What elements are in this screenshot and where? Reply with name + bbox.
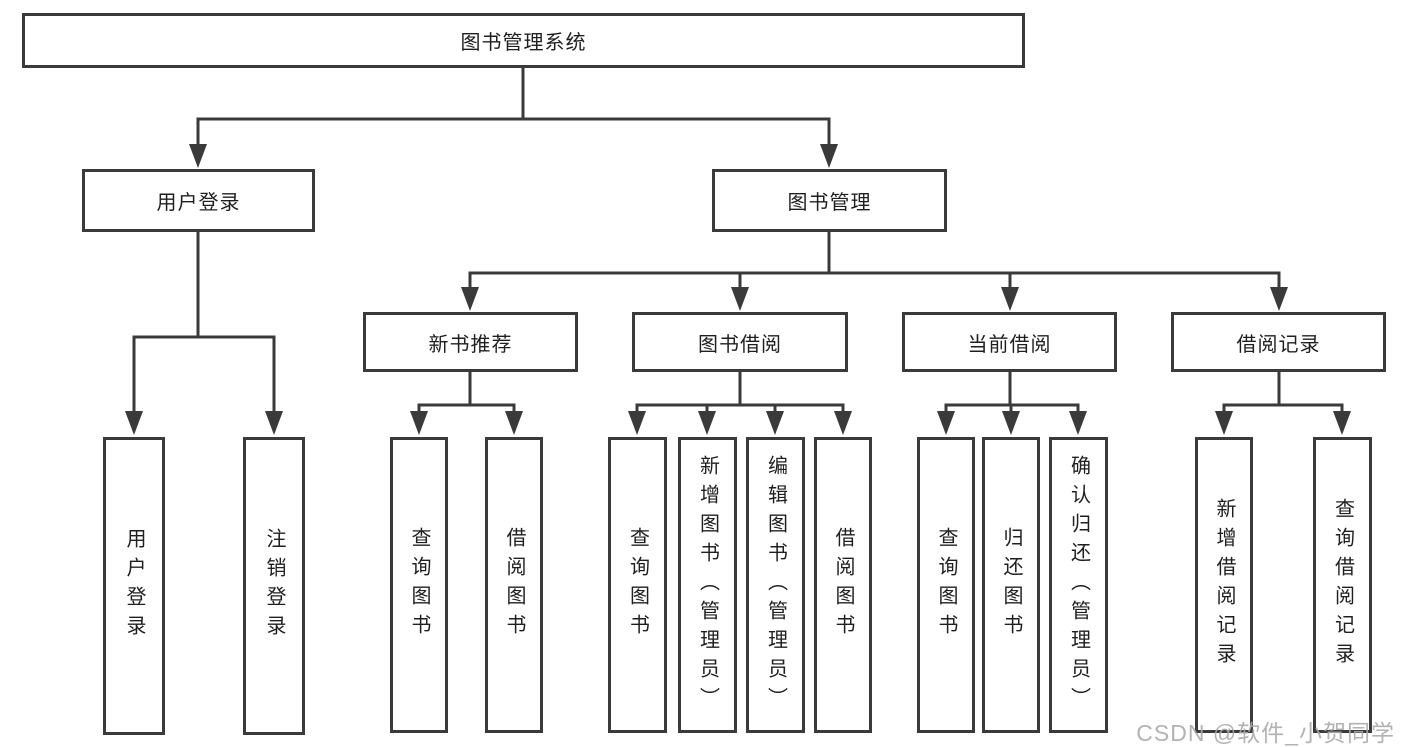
node-user-login: 用户登录 [82, 169, 315, 232]
node-library-system-label: 图书管理系统 [460, 32, 587, 54]
leaf-add-borrow-record: 新增借阅记录 [1195, 437, 1253, 733]
node-book-borrow: 图书借阅 [632, 312, 848, 372]
arrowheads [125, 144, 1351, 435]
arrow-down-icon [1002, 411, 1020, 435]
leaf-borrow-books-recommend: 借阅图书 [485, 437, 543, 733]
connector-borrowrecord-to-leaves [1222, 372, 1344, 415]
node-borrow-records-label: 借阅记录 [1236, 333, 1321, 356]
leaf-user-login: 用户登录 [103, 437, 165, 735]
arrow-down-icon [1215, 411, 1233, 435]
arrow-down-icon [820, 144, 838, 168]
leaf-confirm-return-admin-label: 确认归还（管理员） [1067, 454, 1090, 716]
leaf-query-books-current-label: 查询图书 [935, 527, 957, 643]
arrow-down-icon [505, 411, 523, 435]
leaf-confirm-return-admin: 确认归还（管理员） [1049, 437, 1108, 733]
leaf-borrow-books: 借阅图书 [814, 437, 872, 733]
connector-currentborrow-to-leaves [944, 372, 1080, 415]
leaf-query-books-current: 查询图书 [917, 437, 975, 733]
arrow-down-icon [410, 411, 428, 435]
node-user-login-label: 用户登录 [156, 192, 241, 214]
arrow-down-icon [731, 287, 749, 311]
arrow-down-icon [1069, 411, 1087, 435]
node-borrow-records: 借阅记录 [1171, 312, 1386, 372]
node-new-book-recommend: 新书推荐 [363, 312, 578, 372]
leaf-query-borrow-record-label: 查询借阅记录 [1331, 498, 1354, 672]
arrow-down-icon [1333, 411, 1351, 435]
node-book-borrow-label: 图书借阅 [698, 333, 782, 356]
node-book-management-label: 图书管理 [787, 192, 872, 214]
node-book-management: 图书管理 [712, 169, 947, 232]
arrow-down-icon [834, 411, 852, 435]
connector-root-to-level2 [196, 68, 831, 148]
leaf-query-books-recommend: 查询图书 [390, 437, 448, 733]
arrow-down-icon [698, 411, 716, 435]
arrow-down-icon [125, 411, 143, 435]
node-new-book-recommend-label: 新书推荐 [428, 333, 513, 356]
leaf-query-borrow-record: 查询借阅记录 [1313, 437, 1372, 733]
node-current-borrow-label: 当前借阅 [967, 333, 1052, 356]
node-current-borrow: 当前借阅 [902, 312, 1117, 372]
leaf-add-books-admin-label: 新增图书（管理员） [696, 454, 719, 716]
arrow-down-icon [265, 411, 283, 435]
leaf-query-books-borrow-label: 查询图书 [626, 527, 649, 643]
arrow-down-icon [628, 411, 646, 435]
connector-bookmgmt-to-level3 [468, 232, 1281, 291]
leaf-query-books-recommend-label: 查询图书 [408, 527, 430, 643]
csdn-watermark: CSDN @软件_小贺同学 [1136, 720, 1395, 746]
connector-userlogin-to-leaves [132, 232, 276, 414]
leaf-logout: 注销登录 [243, 437, 305, 735]
leaf-edit-books-admin: 编辑图书（管理员） [746, 437, 805, 733]
leaf-add-books-admin: 新增图书（管理员） [678, 437, 737, 733]
leaf-edit-books-admin-label: 编辑图书（管理员） [764, 454, 787, 716]
arrow-down-icon [189, 144, 207, 168]
leaf-return-books: 归还图书 [982, 437, 1040, 733]
arrow-down-icon [1270, 287, 1288, 311]
arrow-down-icon [766, 411, 784, 435]
arrow-down-icon [461, 287, 479, 311]
leaf-query-books-borrow: 查询图书 [608, 437, 667, 733]
arrow-down-icon [937, 411, 955, 435]
leaf-add-borrow-record-label: 新增借阅记录 [1213, 498, 1235, 672]
node-library-system: 图书管理系统 [22, 13, 1025, 68]
connector-newbook-to-leaves [417, 372, 516, 415]
leaf-logout-label: 注销登录 [263, 528, 285, 644]
leaf-borrow-books-recommend-label: 借阅图书 [503, 527, 525, 643]
leaf-borrow-books-label: 借阅图书 [832, 527, 854, 643]
leaf-return-books-label: 归还图书 [1000, 527, 1022, 643]
leaf-user-login-label: 用户登录 [123, 528, 145, 644]
connector-bookborrow-to-leaves [635, 372, 845, 415]
arrow-down-icon [1001, 287, 1019, 311]
